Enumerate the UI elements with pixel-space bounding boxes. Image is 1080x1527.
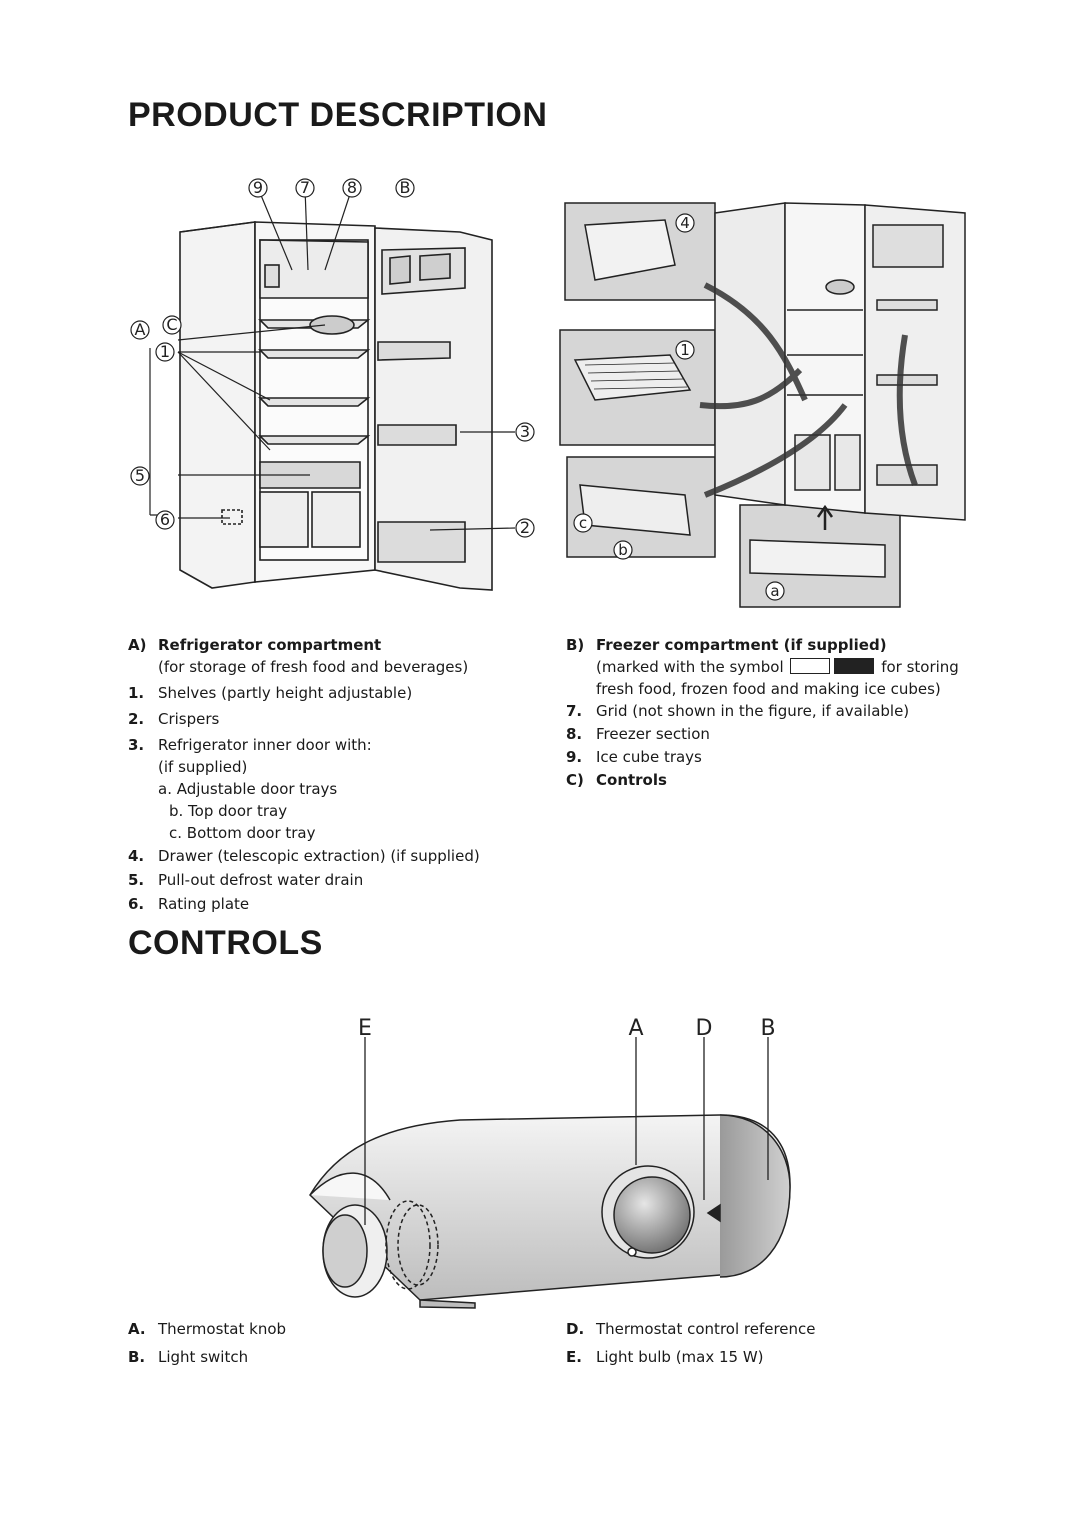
callout-1-detail: 1 <box>680 341 690 359</box>
callout-A: A <box>135 320 146 339</box>
section-b-heading: Freezer compartment (if supplied) <box>596 636 887 654</box>
callout-1: 1 <box>160 342 170 361</box>
controls-legend-left: A. Thermostat knob B. Light switch <box>128 1318 448 1368</box>
section-b-subtitle: (marked with the symbol for storing <box>596 658 959 676</box>
legend-item: A. Thermostat knob <box>128 1320 287 1338</box>
list-item: 2. Crispers <box>128 710 220 728</box>
callout-4: 4 <box>680 214 690 232</box>
door-if-supplied: (if supplied) <box>158 758 248 776</box>
section-b-subtitle-line2: fresh food, frozen food and making ice c… <box>596 680 941 698</box>
label-b: B <box>760 1016 775 1041</box>
callout-9: 9 <box>253 178 263 197</box>
controls-legend-right: D. Thermostat control reference E. Light… <box>566 1318 986 1368</box>
callout-c: c <box>579 514 587 532</box>
callout-b-detail: b <box>618 541 628 559</box>
controls-unit-illustration: E A D B <box>309 1016 791 1309</box>
list-item: 7. Grid (not shown in the figure, if ava… <box>566 702 910 720</box>
label-d: D <box>696 1016 713 1041</box>
callout-B: B <box>400 178 411 197</box>
section-a-subtitle: (for storage of fresh food and beverages… <box>158 658 469 676</box>
label-a: A <box>628 1016 643 1041</box>
callout-2: 2 <box>520 518 530 537</box>
three-star-freezer-symbol-icon <box>790 658 831 674</box>
product-description-title: PRODUCT DESCRIPTION <box>128 96 548 134</box>
list-item: 9. Ice cube trays <box>566 748 702 766</box>
list-item: 8. Freezer section <box>566 725 710 743</box>
refrigerator-open-illustration: 9 7 8 B A C 1 3 5 6 2 <box>130 178 535 591</box>
refrigerator-detail-illustration: 4 1 c b a <box>559 202 966 608</box>
door-subitem: b. Top door tray <box>169 802 288 820</box>
list-item: 4. Drawer (telescopic extraction) (if su… <box>128 847 480 865</box>
callout-C: C <box>166 315 177 334</box>
section-c: C) Controls <box>566 771 667 789</box>
legend-item: B. Light switch <box>128 1348 249 1366</box>
door-subitem: c. Bottom door tray <box>169 824 316 842</box>
list-item: 1. Shelves (partly height adjustable) <box>128 684 413 702</box>
controls-title: CONTROLS <box>128 924 323 962</box>
section-a-heading: Refrigerator compartment <box>158 636 382 654</box>
list-item: 6. Rating plate <box>128 895 250 913</box>
four-star-freezer-symbol-icon <box>834 658 875 674</box>
section-b-letter: B) <box>566 636 585 654</box>
callout-6: 6 <box>160 510 170 529</box>
list-item: 5. Pull-out defrost water drain <box>128 871 364 889</box>
legend-item: E. Light bulb (max 15 W) <box>566 1348 764 1366</box>
door-subitem: a. Adjustable door trays <box>158 780 338 798</box>
callout-3: 3 <box>520 422 530 441</box>
label-e: E <box>358 1016 372 1041</box>
callout-8: 8 <box>347 178 357 197</box>
callout-5: 5 <box>135 466 145 485</box>
section-a: A) Refrigerator compartment (for storage… <box>128 634 528 915</box>
legend-item: D. Thermostat control reference <box>566 1320 816 1338</box>
section-a-letter: A) <box>128 636 147 654</box>
callout-7: 7 <box>300 178 310 197</box>
list-item: 3. Refrigerator inner door with: <box>128 736 372 754</box>
section-b: B) Freezer compartment (if supplied) (ma… <box>566 634 986 791</box>
callout-a-detail: a <box>770 582 779 600</box>
